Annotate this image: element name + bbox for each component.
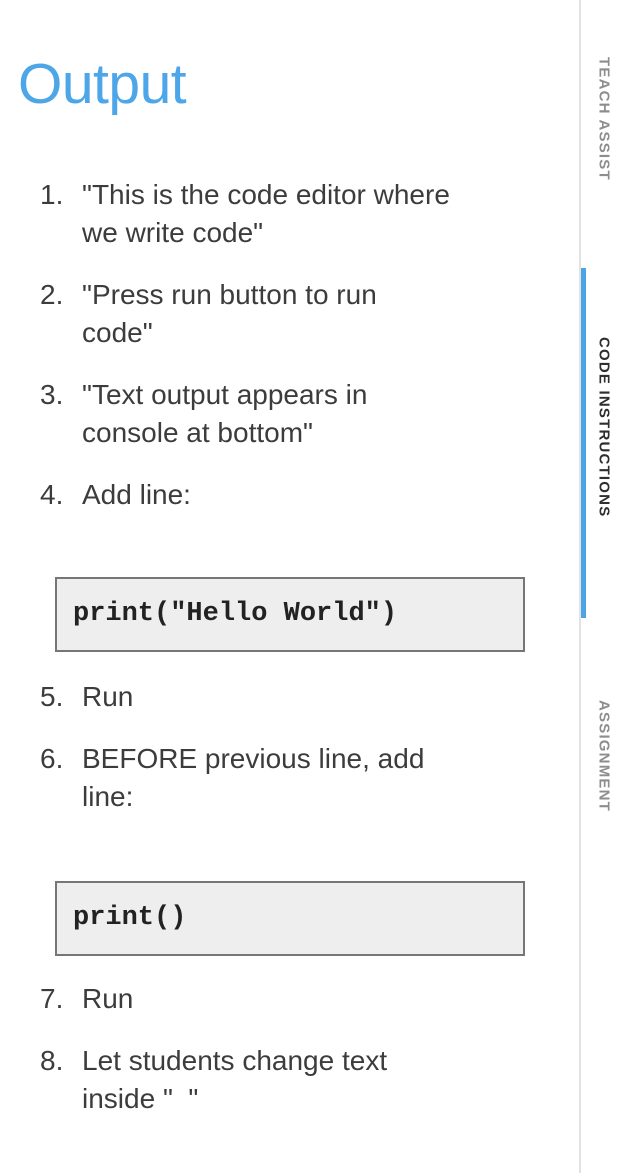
list-item-text: Let students change text inside " "	[82, 1045, 388, 1114]
list-item-number: 3.	[40, 379, 64, 410]
list-item-text: "Press run button to run code"	[82, 279, 377, 348]
list-item-number: 7.	[40, 983, 64, 1014]
list-item-number: 5.	[40, 681, 64, 712]
sidebar-tabs: TEACH ASSIST CODE INSTRUCTIONS ASSIGNMEN…	[579, 0, 627, 1173]
code-block: print()	[55, 881, 525, 956]
page-title: Output	[18, 52, 187, 116]
instruction-list: 1. "This is the code editor where we wri…	[0, 176, 579, 1142]
list-item-number: 2.	[40, 279, 64, 310]
list-item: 3. "Text output appears in console at bo…	[0, 376, 579, 452]
list-item-text: BEFORE previous line, add line:	[82, 743, 425, 812]
tab-code-instructions[interactable]: CODE INSTRUCTIONS	[595, 337, 613, 518]
instructions-panel: Output 1. "This is the code editor where…	[0, 52, 579, 1142]
list-item-text: Run	[82, 983, 134, 1014]
list-item: 4. Add line:	[0, 476, 579, 514]
list-item-text: Add line:	[82, 479, 191, 510]
list-item: 8. Let students change text inside " "	[0, 1042, 579, 1118]
list-item-number: 8.	[40, 1045, 64, 1076]
list-item: 7. Run	[0, 980, 579, 1018]
list-item-number: 4.	[40, 479, 64, 510]
code-block: print("Hello World")	[55, 577, 525, 652]
list-item-number: 1.	[40, 179, 64, 210]
list-item: 1. "This is the code editor where we wri…	[0, 176, 579, 252]
tab-assignment[interactable]: ASSIGNMENT	[595, 700, 613, 813]
active-tab-indicator	[581, 268, 586, 618]
tab-teach-assist[interactable]: TEACH ASSIST	[595, 57, 613, 181]
list-item: 2. "Press run button to run code"	[0, 276, 579, 352]
list-item-number: 6.	[40, 743, 64, 774]
list-item-text: "Text output appears in console at botto…	[82, 379, 368, 448]
list-item-text: "This is the code editor where we write …	[82, 179, 450, 248]
list-item: 5. Run	[0, 678, 579, 716]
list-item-text: Run	[82, 681, 134, 712]
list-item: 6. BEFORE previous line, add line:	[0, 740, 579, 816]
